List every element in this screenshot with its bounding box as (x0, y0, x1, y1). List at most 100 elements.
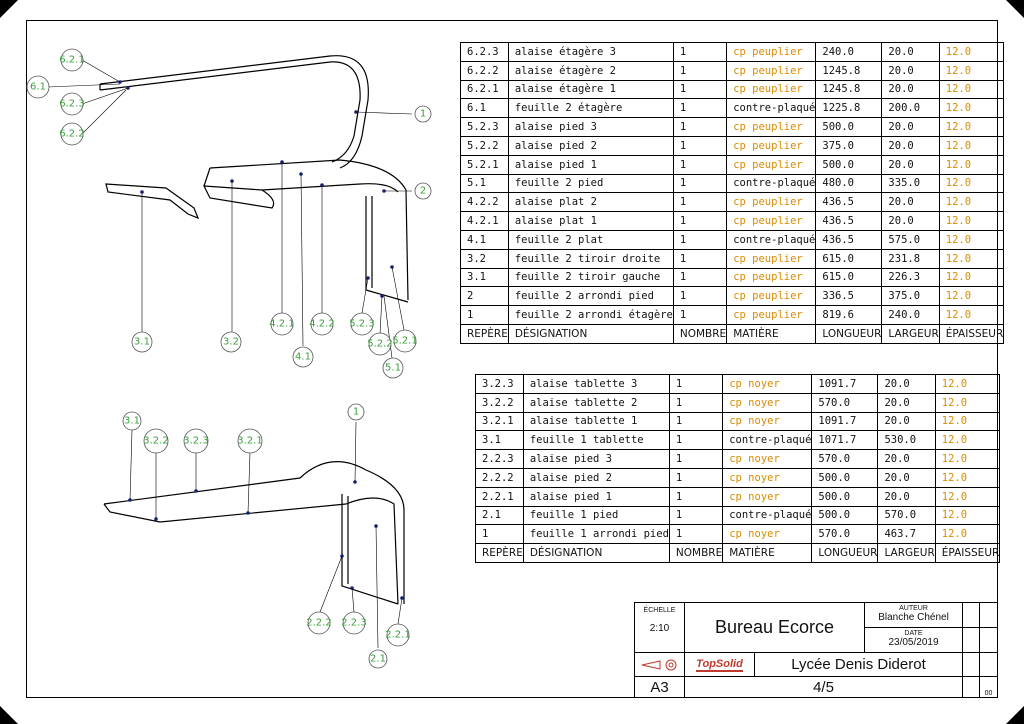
table-cell: 1 (668, 374, 724, 394)
callout-4-1: 4.1 (295, 352, 311, 363)
projection-symbol-icon (641, 659, 676, 670)
table-cell: 12.0 (938, 79, 1005, 100)
table-cell: alaise pied 1 (507, 154, 674, 175)
table-cell: 335.0 (881, 173, 940, 194)
callout-2-2-1: 2.2.1 (385, 630, 410, 641)
table-cell: cp noyer (722, 449, 813, 469)
table-cell: 500.0 (811, 505, 879, 526)
callout-4-2-2: 4.2.2 (309, 319, 334, 330)
table-cell: 819.6 (815, 305, 883, 325)
table-cell: 3.1 (460, 267, 509, 288)
date-value: 23/05/2019 (888, 637, 939, 648)
table-cell: 2.2.2 (475, 467, 524, 488)
table-cell: cp peuplier (726, 286, 817, 307)
table-cell: 4.2.2 (460, 192, 509, 213)
table-cell: 20.0 (881, 79, 940, 100)
table-cell: alaise tablette 3 (522, 374, 670, 394)
table-cell: 1091.7 (811, 374, 879, 394)
title-block: ÉCHELLE 2:10 Bureau Ecorce AUTEUR Blanch… (634, 602, 998, 698)
table-cell: 6.2.2 (460, 60, 509, 81)
table-cell: cp peuplier (726, 60, 817, 81)
table-cell: 20.0 (877, 486, 936, 507)
table-cell: alaise pied 2 (507, 135, 674, 156)
table-cell: 1 (672, 229, 728, 250)
table-cell: contre-plaqué (726, 229, 817, 250)
table-cell: alaise pied 3 (507, 117, 674, 137)
table-cell: 530.0 (877, 430, 936, 451)
table-cell: 1 (460, 305, 509, 325)
author-cell: AUTEUR Blanche Chénel (865, 603, 963, 628)
table-cell: feuille 1 pied (522, 505, 670, 526)
date-cell: DATE 23/05/2019 (865, 628, 963, 653)
table-cell: cp peuplier (726, 305, 817, 325)
revision-grid (963, 628, 980, 653)
callout-6-1: 6.1 (30, 82, 46, 93)
table-cell: 1 (668, 505, 724, 526)
scale-value: 2:10 (649, 623, 670, 634)
table-cell: cp noyer (722, 467, 813, 488)
table-cell: 3.2.1 (475, 411, 524, 432)
column-header: DÉSIGNATION (522, 543, 670, 563)
table-cell: cp peuplier (726, 117, 817, 137)
table-cell: 436.5 (815, 192, 883, 213)
table-cell: 3.2 (460, 248, 509, 269)
table-cell: 1 (668, 449, 724, 469)
table-cell: feuille 1 arrondi pied (522, 524, 670, 545)
table-cell: 1 (672, 98, 728, 119)
revision-grid (980, 653, 997, 677)
table-cell: 570.0 (811, 392, 879, 413)
table-cell: 6.2.3 (460, 42, 509, 62)
table-cell: 5.2.3 (460, 117, 509, 137)
table-cell: 575.0 (881, 229, 940, 250)
table-cell: feuille 2 étagère (507, 98, 674, 119)
table-cell: 1 (672, 267, 728, 288)
table-cell: 12.0 (938, 173, 1005, 194)
table-cell: 4.1 (460, 229, 509, 250)
projection-symbol-cell (635, 653, 685, 677)
table-cell: 240.0 (815, 42, 883, 62)
revision-grid (980, 603, 997, 628)
table-cell: 2 (460, 286, 509, 307)
page-cell: 4/5 (685, 677, 963, 697)
table-cell: 20.0 (881, 42, 940, 62)
table-cell: 1 (672, 248, 728, 269)
author-label: AUTEUR (899, 605, 928, 612)
table-cell: 1071.7 (811, 430, 879, 451)
table-cell: 20.0 (881, 192, 940, 213)
format-cell: A3 (635, 677, 685, 697)
table-cell: alaise étagère 2 (507, 60, 674, 81)
table-cell: 12.0 (934, 467, 1001, 488)
table-cell: 5.2.1 (460, 154, 509, 175)
callout-5-2-2: 5.2.2 (367, 339, 392, 350)
callouts-lower: 3.1 3.2.2 3.2.3 3.2.1 1 2.2.2 2.2.3 2.1 … (122, 403, 411, 669)
table-cell: 1 (672, 117, 728, 137)
table-cell: 480.0 (815, 173, 883, 194)
table-cell: 1 (668, 467, 724, 488)
callout-5-2-3: 5.2.3 (349, 319, 374, 330)
callout-6-2-2: 6.2.2 (59, 129, 84, 140)
column-header: ÉPAISSEUR (938, 323, 1005, 344)
revision-grid (980, 628, 997, 653)
table-cell: 3.2.3 (475, 374, 524, 394)
table-cell: cp noyer (722, 524, 813, 545)
table-cell: 1091.7 (811, 411, 879, 432)
table-cell: 615.0 (815, 248, 883, 269)
table-cell: cp peuplier (726, 267, 817, 288)
table-cell: feuille 2 arrondi pied (507, 286, 674, 307)
table-cell: 12.0 (934, 505, 1001, 526)
table-cell: 20.0 (881, 117, 940, 137)
table-cell: 231.8 (881, 248, 940, 269)
column-header: REPÈRE (475, 543, 524, 563)
table-cell: 2.1 (475, 505, 524, 526)
